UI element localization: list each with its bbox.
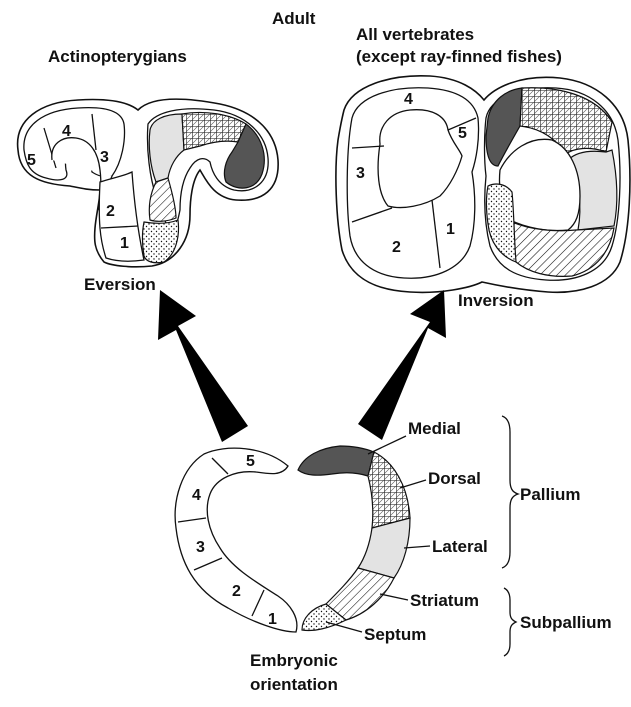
- embryo-label-2: 2: [232, 583, 241, 600]
- subpallium-label: Subpallium: [520, 613, 612, 632]
- inverted-label-4: 4: [404, 91, 413, 108]
- everted-label-4: 4: [62, 123, 71, 140]
- inverted-label-1: 1: [446, 221, 455, 238]
- septum-leader: [326, 622, 362, 632]
- adult-title: Adult: [272, 9, 316, 28]
- subpallium-bracket: [504, 588, 516, 656]
- embryo-label-3: 3: [196, 539, 205, 556]
- embryo-label-4: 4: [192, 487, 201, 504]
- everted-label-3: 3: [100, 149, 109, 166]
- lateral-label: Lateral: [432, 537, 488, 556]
- inverted-brain: 3 4 5 2 1: [336, 76, 630, 293]
- medial-leader: [368, 436, 406, 454]
- vertebrates-subtitle: (except ray-finned fishes): [356, 47, 562, 66]
- embryo-lateral-region: [358, 518, 410, 578]
- actinopterygians-title: Actinopterygians: [48, 47, 187, 66]
- embryo-left-wall: [175, 448, 297, 632]
- striatum-leader: [380, 594, 408, 600]
- embryo-label-1: 1: [268, 611, 277, 628]
- lateral-leader: [404, 546, 430, 548]
- inversion-arrow: [358, 290, 446, 440]
- embryonic-caption-line1: Embryonic: [250, 651, 338, 670]
- everted-label-2: 2: [106, 203, 115, 220]
- inverted-label-2: 2: [392, 239, 401, 256]
- pallium-bracket: [502, 416, 518, 568]
- everted-label-1: 1: [120, 235, 129, 252]
- septum-label: Septum: [364, 625, 426, 644]
- dorsal-leader: [400, 480, 426, 488]
- vertebrates-title: All vertebrates: [356, 25, 474, 44]
- inversion-label: Inversion: [458, 291, 534, 310]
- embryo-label-5: 5: [246, 453, 255, 470]
- embryo-dorsal-region: [368, 452, 410, 528]
- everted-label-5: 5: [27, 152, 36, 169]
- inverted-label-3: 3: [356, 165, 365, 182]
- eversion-label: Eversion: [84, 275, 156, 294]
- inverted-label-5: 5: [458, 125, 467, 142]
- medial-label: Medial: [408, 419, 461, 438]
- embryonic-caption-line2: orientation: [250, 675, 338, 694]
- striatum-label: Striatum: [410, 591, 479, 610]
- everted-brain: 5 4 3 2 1: [18, 99, 279, 267]
- pallium-label: Pallium: [520, 485, 580, 504]
- embryo-medial-region: [298, 446, 374, 476]
- eversion-arrow: [158, 290, 248, 442]
- dorsal-label: Dorsal: [428, 469, 481, 488]
- embryonic-brain: 5 4 3 2 1: [175, 446, 410, 632]
